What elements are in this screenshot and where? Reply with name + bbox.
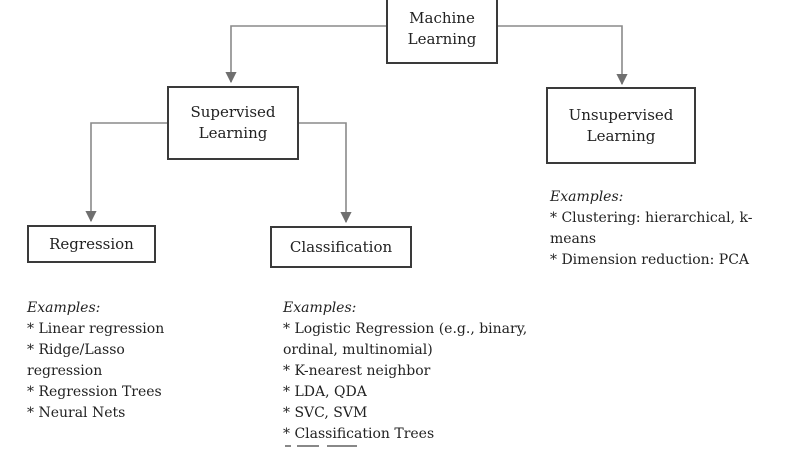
examples-classification: Examples: Logistic Regression (e.g., bin… <box>283 298 533 445</box>
node-supervised-learning-line2: Learning <box>198 124 268 142</box>
example-item: Clustering: hierarchical, k-means <box>550 208 782 250</box>
example-item: Ridge/Lasso regression <box>27 340 202 382</box>
node-classification: Classification <box>270 226 412 268</box>
node-regression: Regression <box>27 225 156 263</box>
node-unsupervised-learning-line2: Learning <box>586 126 656 145</box>
examples-list: Clustering: hierarchical, k-means Dimens… <box>550 208 782 271</box>
examples-list: Linear regression Ridge/Lasso regression… <box>27 319 202 424</box>
example-item: Linear regression <box>27 319 202 340</box>
cut-off-text-fragment <box>283 445 393 450</box>
examples-regression: Examples: Linear regression Ridge/Lasso … <box>27 298 202 424</box>
node-machine-learning-line2: Learning <box>407 30 477 48</box>
connector-supervised-to-regression <box>85 122 167 223</box>
node-machine-learning-line1: Machine <box>409 9 475 27</box>
node-supervised-learning: Supervised Learning <box>167 86 299 160</box>
connector-root-to-unsupervised <box>498 25 628 86</box>
node-supervised-learning-line1: Supervised <box>190 103 276 121</box>
example-item: Regression Trees <box>27 382 202 403</box>
example-item: Classification Trees <box>283 424 533 445</box>
example-item: LDA, QDA <box>283 382 533 403</box>
example-item: SVC, SVM <box>283 403 533 424</box>
examples-list: Logistic Regression (e.g., binary, ordin… <box>283 319 533 445</box>
node-regression-label: Regression <box>49 234 134 253</box>
example-item: Dimension reduction: PCA <box>550 250 782 271</box>
examples-heading: Examples: <box>283 300 357 316</box>
examples-heading: Examples: <box>550 189 624 205</box>
example-item: Neural Nets <box>27 403 202 424</box>
examples-unsupervised: Examples: Clustering: hierarchical, k-me… <box>550 187 782 271</box>
examples-heading: Examples: <box>27 300 101 316</box>
example-item: K-nearest neighbor <box>283 361 533 382</box>
node-machine-learning: Machine Learning <box>386 0 498 64</box>
connector-root-to-supervised <box>225 25 386 84</box>
example-item: Logistic Regression (e.g., binary, ordin… <box>283 319 533 361</box>
connector-supervised-to-classification <box>299 122 352 224</box>
node-unsupervised-learning: Unsupervised Learning <box>546 87 696 164</box>
node-classification-label: Classification <box>289 237 393 256</box>
node-unsupervised-learning-line1: Unsupervised <box>568 105 674 124</box>
